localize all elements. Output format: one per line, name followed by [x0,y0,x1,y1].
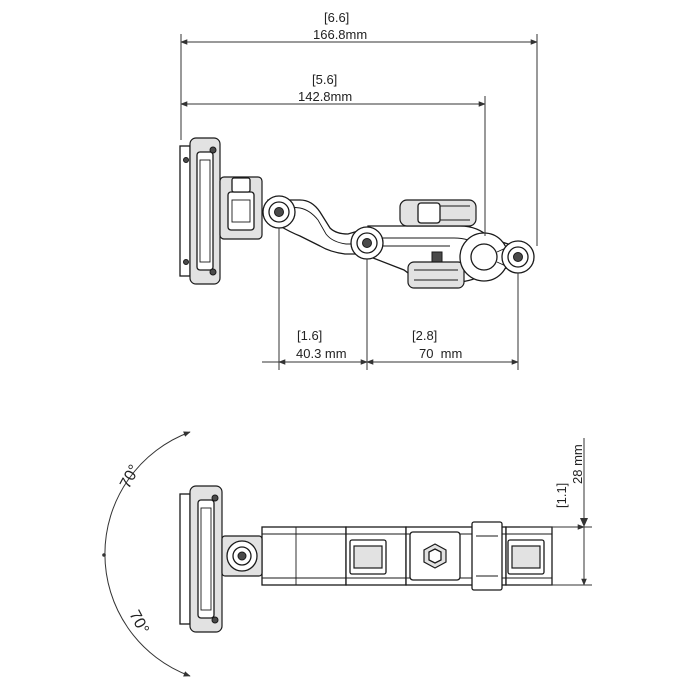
dimension-first-arm: [1.6] 40.3 mm [262,328,368,365]
link-bracket-3 [507,539,545,575]
tilt-angle-arc: 70° 70° [102,431,191,677]
tilt-block-top [219,176,263,240]
link-bracket-2 [471,521,503,591]
pivot-joint-3 [501,240,535,274]
lower-angle-label: 70° [125,608,151,637]
reach-mm-label: 142.8mm [298,89,352,104]
second-arm-mm-label: 70 mm [419,346,462,361]
clamp-knob-top [399,199,477,227]
extension-lines-top [180,34,538,370]
overall-mm-label: 166.8mm [313,27,367,42]
tilt-joint-side [221,535,263,577]
side-view: 70° 70° [102,431,592,677]
clamp-screw-top [407,251,465,289]
dimension-reach: [5.6] 142.8mm [180,72,486,107]
upper-angle-label: 70° [117,462,143,491]
pivot-joint-2 [350,226,384,260]
pivot-joint-1 [262,195,296,229]
height-inches-label: [1.1] [554,483,569,508]
link-bracket-1 [349,539,387,575]
hex-nut-side [409,531,461,581]
dimension-height: [1.1] 28 mm [520,438,592,586]
wall-plate-top [179,137,221,285]
dimension-second-arm: [2.8] 70 mm [366,328,519,365]
reach-inches-label: [5.6] [312,72,337,87]
clamp-ring-top [459,232,509,282]
wall-plate-side [179,485,223,633]
overall-inches-label: [6.6] [324,10,349,25]
top-view: [6.6] 166.8mm [5.6] 142.8mm [1.6] 40.3 m… [179,10,538,370]
height-mm-label: 28 mm [570,444,585,484]
second-arm-inches-label: [2.8] [412,328,437,343]
first-arm-mm-label: 40.3 mm [296,346,347,361]
dimension-overall: [6.6] 166.8mm [180,10,538,45]
first-arm-inches-label: [1.6] [297,328,322,343]
